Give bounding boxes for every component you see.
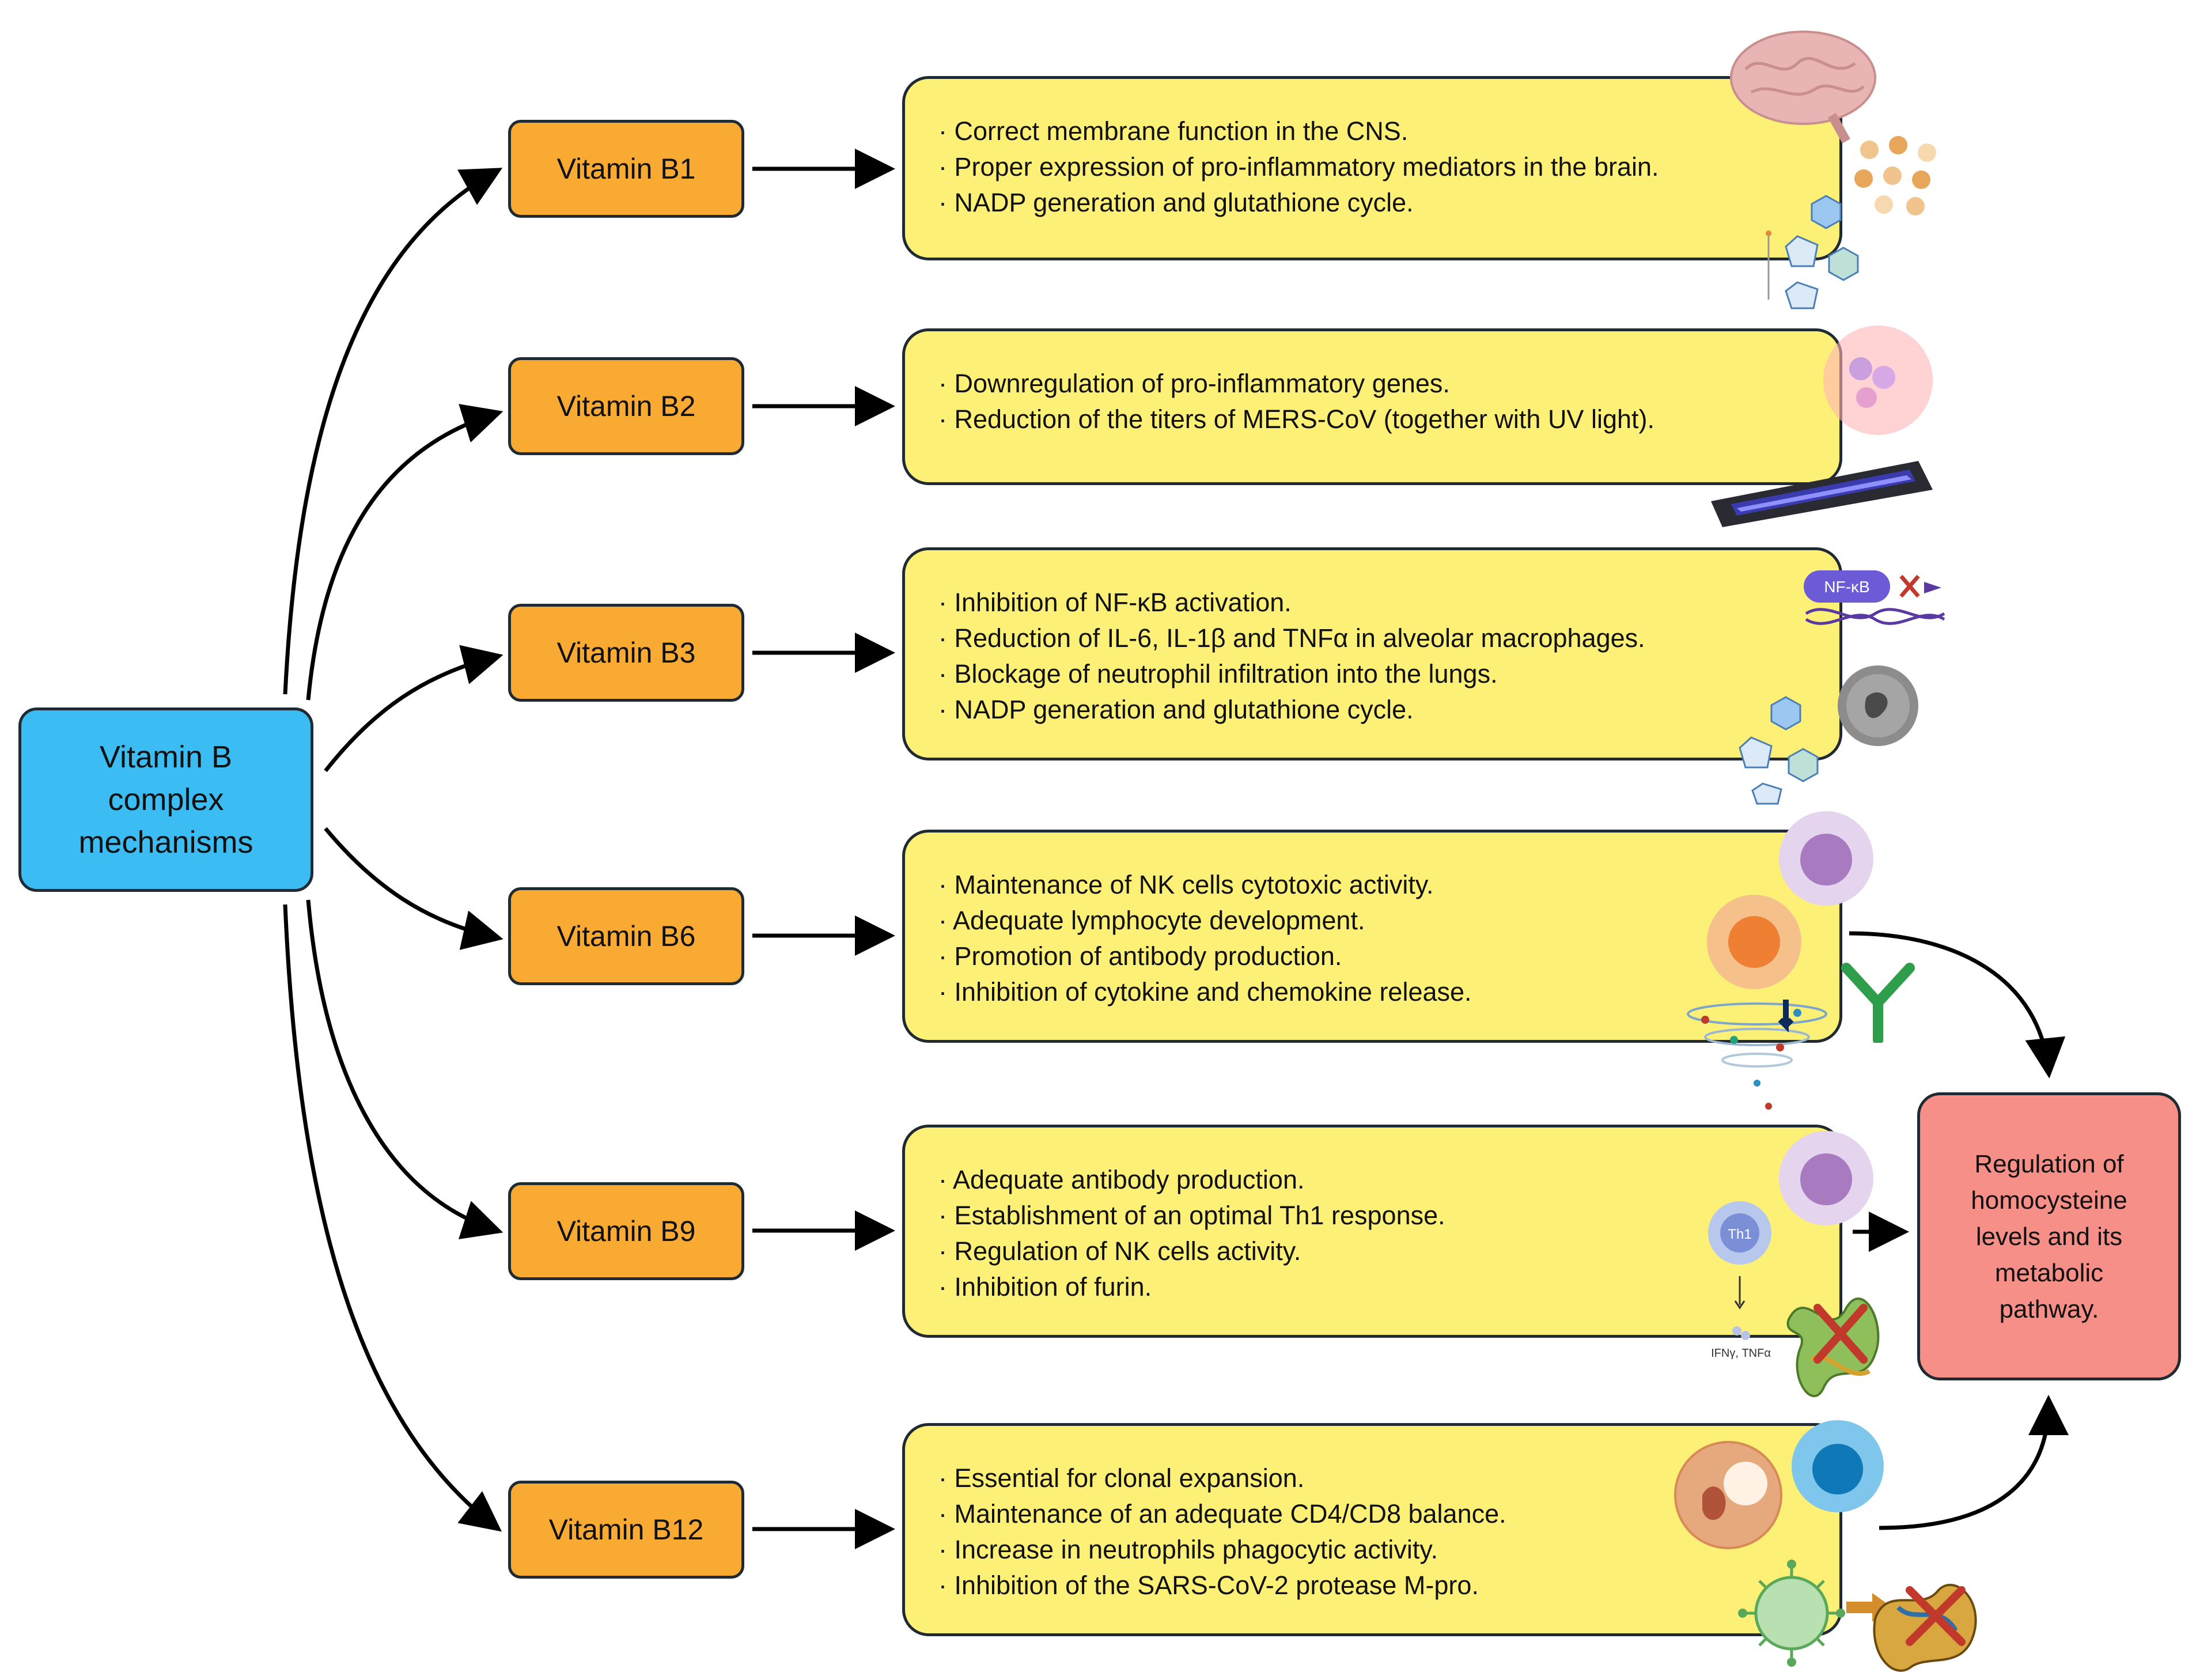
effect-item: · Inhibition of cytokine and chemokine r… — [938, 977, 1472, 1007]
root-line: complex — [108, 782, 224, 817]
arrow-root-to-b12 — [283, 904, 502, 1532]
vitamin-b1-box: Vitamin B1 — [508, 120, 744, 218]
effect-item: · Proper expression of pro-inflammatory … — [938, 152, 1659, 181]
effect-item: · Reduction of IL-6, IL-1β and TNFα in a… — [938, 623, 1645, 653]
effect-item: · Reduction of the titers of MERS-CoV (t… — [938, 404, 1654, 434]
nfkb-label: NF-κB — [1824, 578, 1869, 596]
ifn-label: IFNγ, TNFα — [1711, 1347, 1771, 1360]
effect-item: · Increase in neutrophils phagocytic act… — [938, 1535, 1438, 1564]
arrow-root-to-b1 — [283, 168, 503, 695]
effects-b2-box: · Downregulation of pro-inflammatory gen… — [902, 328, 1842, 485]
macrophage-icon — [1838, 665, 1918, 746]
neutrophil-icon — [1674, 1441, 1782, 1549]
root-line: mechanisms — [78, 825, 253, 860]
result-line: homocysteine — [1971, 1186, 2127, 1214]
virus-glow-icon — [1823, 326, 1933, 435]
result-box: Regulation of homocysteine levels and it… — [1917, 1092, 2181, 1380]
effect-item: · Correct membrane function in the CNS. — [938, 116, 1409, 146]
vitamin-label: Vitamin B1 — [556, 153, 696, 185]
arrow-b6-to-result — [1849, 931, 2066, 1079]
vitamin-b12-box: Vitamin B12 — [508, 1481, 744, 1579]
nk-cell-icon — [1779, 811, 1873, 906]
effect-item: · Blockage of neutrophil infiltration in… — [938, 659, 1498, 688]
antibody-icon — [1841, 963, 1915, 1043]
effect-item: · Essential for clonal expansion. — [938, 1463, 1305, 1493]
result-line: Regulation of — [1974, 1149, 2124, 1178]
arrow-root-to-b2 — [306, 404, 503, 701]
uv-lamp-icon — [1711, 461, 1933, 527]
result-line: pathway. — [1999, 1295, 2099, 1323]
effect-item: · Inhibition of NF-κB activation. — [938, 588, 1292, 617]
effect-item: · Downregulation of pro-inflammatory gen… — [938, 369, 1450, 398]
effect-item: · Inhibition of the SARS-CoV-2 protease … — [938, 1571, 1479, 1600]
furin-protein-icon — [1786, 1297, 1880, 1398]
effect-item: · Inhibition of furin. — [938, 1272, 1152, 1301]
sars-cov-2-icon — [1738, 1560, 1845, 1667]
mpro-protease-icon — [1873, 1584, 1977, 1672]
vitamin-b9-box: Vitamin B9 — [508, 1182, 744, 1280]
effects-b3-box: · Inhibition of NF-κB activation. · Redu… — [902, 547, 1842, 760]
effects-b6-box: · Maintenance of NK cells cytotoxic acti… — [902, 830, 1842, 1043]
vitamin-b3-box: Vitamin B3 — [508, 604, 744, 702]
molecule-icon — [1739, 696, 1819, 805]
effect-item: · NADP generation and glutathione cycle. — [938, 695, 1414, 724]
vitamin-label: Vitamin B6 — [556, 920, 696, 952]
effect-item: · Establishment of an optimal Th1 respon… — [938, 1201, 1445, 1230]
lymphocyte-b-icon — [1792, 1420, 1884, 1512]
effect-item: · Adequate antibody production. — [938, 1165, 1305, 1194]
effect-item: · Promotion of antibody production. — [938, 941, 1342, 971]
vitamin-label: Vitamin B2 — [556, 390, 696, 422]
arrow-root-to-b3 — [324, 645, 503, 773]
arrow-root-to-b6 — [324, 827, 503, 950]
effect-item: · NADP generation and glutathione cycle. — [938, 188, 1414, 217]
th1-label: Th1 — [1728, 1227, 1751, 1242]
effect-item: · Maintenance of an adequate CD4/CD8 bal… — [938, 1499, 1506, 1528]
vitamin-label: Vitamin B3 — [556, 637, 696, 669]
vitamin-label: Vitamin B12 — [548, 1513, 704, 1546]
vitamin-b6-box: Vitamin B6 — [508, 887, 744, 985]
effect-item: · Adequate lymphocyte development. — [938, 906, 1365, 935]
result-line: levels and its — [1975, 1222, 2123, 1251]
root-line: Vitamin B — [99, 740, 233, 774]
effect-item: · Maintenance of NK cells cytotoxic acti… — [938, 870, 1434, 899]
nfkb-icon: NF-κB — [1804, 570, 1945, 625]
molecule-icon — [1766, 195, 1859, 309]
th1-cell-icon: Th1 IFNγ, TNFα — [1708, 1201, 1771, 1360]
effects-b9-box: · Adequate antibody production. · Establ… — [902, 1125, 1842, 1338]
pills-icon — [1854, 136, 1936, 215]
cytokine-storm-icon — [1687, 1000, 1827, 1110]
arrow-b12-to-result — [1879, 1395, 2069, 1530]
arrow-root-to-b9 — [306, 899, 503, 1239]
vitamin-b2-box: Vitamin B2 — [508, 357, 744, 455]
effect-item: · Regulation of NK cells activity. — [938, 1236, 1301, 1266]
effects-b1-box: · Correct membrane function in the CNS. … — [902, 76, 1842, 260]
result-line: metabolic — [1994, 1258, 2104, 1287]
lymphocyte-icon — [1707, 895, 1801, 989]
root-box: Vitamin B complex mechanisms — [18, 707, 313, 892]
effects-b12-box: · Essential for clonal expansion. · Main… — [902, 1423, 1842, 1636]
vitamin-label: Vitamin B9 — [556, 1215, 696, 1247]
nk-cell-icon — [1779, 1131, 1873, 1225]
brain-icon — [1730, 31, 1876, 143]
